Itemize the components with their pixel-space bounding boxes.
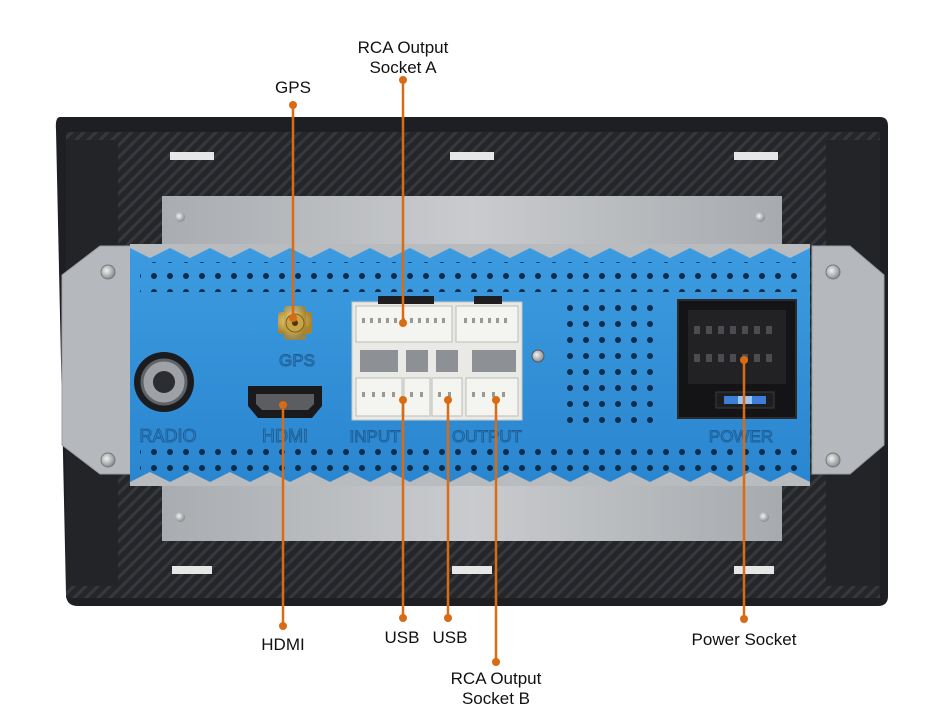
callout-hdmi-text: HDMI bbox=[261, 635, 305, 654]
leader-lines bbox=[281, 80, 746, 662]
callout-usb-2: USB bbox=[420, 628, 480, 648]
power-socket-connector bbox=[677, 299, 797, 419]
callout-gps-text: GPS bbox=[275, 78, 311, 97]
callout-rca-b-line2: Socket B bbox=[461, 689, 531, 708]
screw-icon bbox=[175, 512, 185, 522]
panel-label-hdmi: HDMI bbox=[262, 426, 308, 446]
callout-rca-a-line2: Socket A bbox=[369, 58, 437, 77]
screw-icon bbox=[825, 452, 841, 468]
callout-rca-output-socket-b: RCA Output Socket B bbox=[428, 669, 564, 709]
panel-label-power: POWER bbox=[709, 427, 773, 446]
panel-label-input: INPUT bbox=[350, 427, 401, 446]
panel-label-output: OUTPUT bbox=[452, 427, 522, 446]
callout-hdmi: HDMI bbox=[240, 635, 326, 655]
callout-usb-1-text: USB bbox=[384, 628, 420, 647]
panel-label-radio: RADIO bbox=[139, 426, 196, 446]
callout-usb-2-text: USB bbox=[432, 628, 468, 647]
callout-rca-b-line1: RCA Output bbox=[450, 669, 542, 688]
leader-dots bbox=[279, 76, 748, 666]
screw-icon bbox=[100, 264, 116, 280]
screw-icon bbox=[755, 212, 765, 222]
callout-rca-a-line1: RCA Output bbox=[357, 38, 449, 57]
screw-icon bbox=[825, 264, 841, 280]
callout-rca-output-socket-a: RCA Output Socket A bbox=[338, 38, 468, 78]
screw-icon bbox=[759, 512, 769, 522]
callout-usb-1: USB bbox=[372, 628, 432, 648]
panel-label-gps: GPS bbox=[279, 351, 315, 370]
radio-antenna-socket-icon bbox=[134, 352, 194, 412]
screw-icon bbox=[531, 349, 545, 363]
callout-power-socket-text: Power Socket bbox=[691, 630, 797, 649]
screw-icon bbox=[175, 212, 185, 222]
callout-gps: GPS bbox=[260, 78, 326, 98]
callout-power-socket: Power Socket bbox=[676, 630, 812, 650]
screw-icon bbox=[100, 452, 116, 468]
side-brackets bbox=[61, 245, 885, 475]
